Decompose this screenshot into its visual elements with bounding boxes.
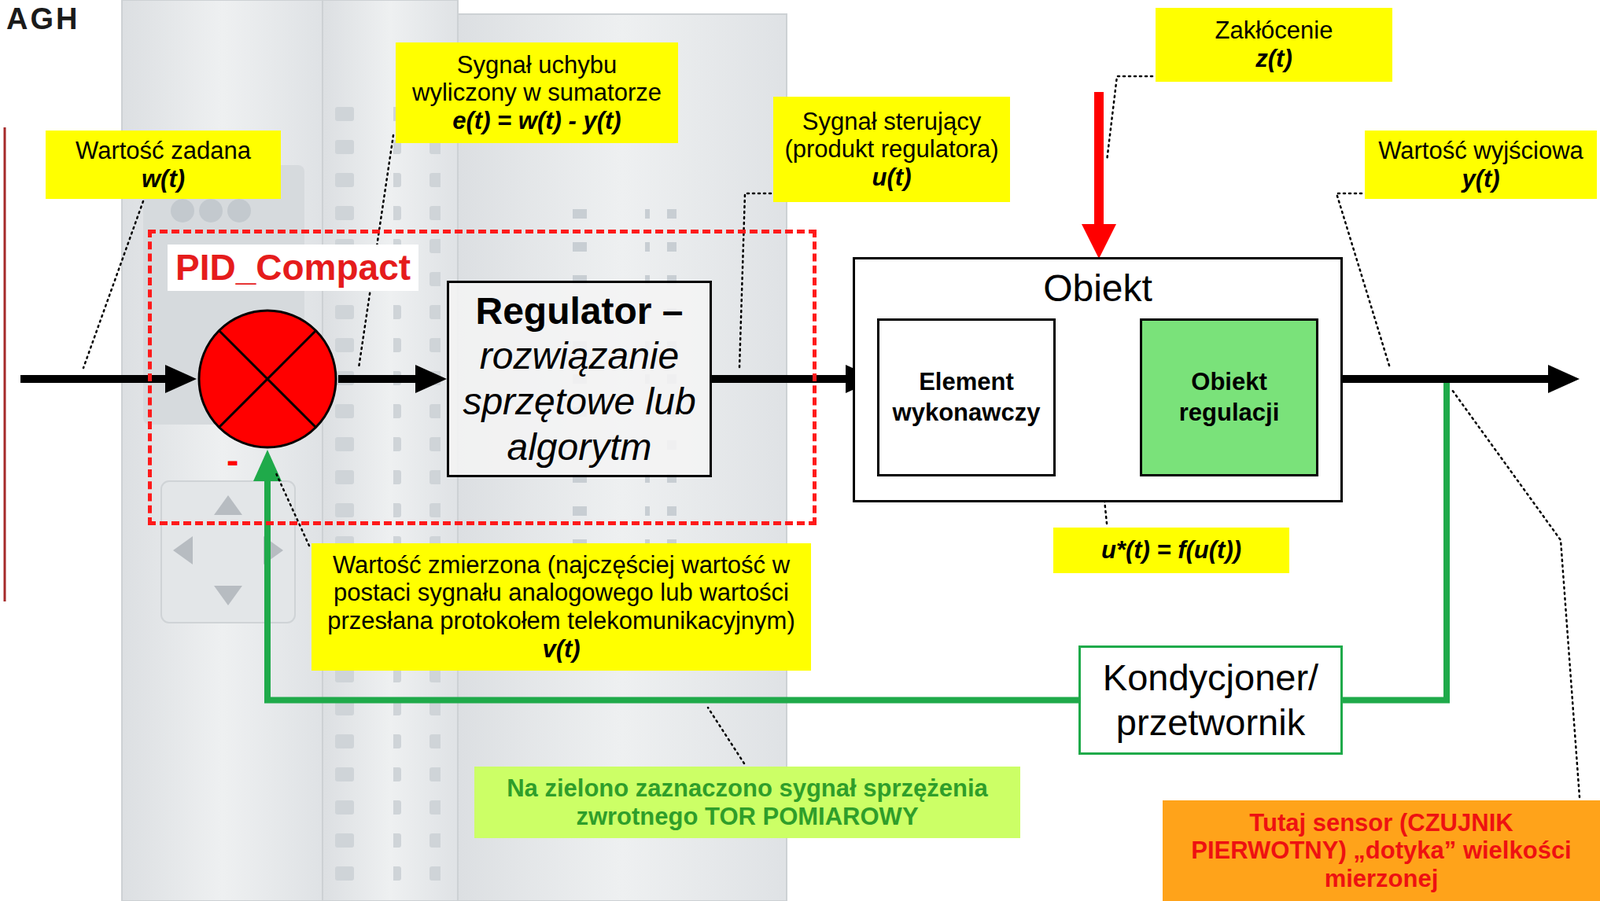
plc-button: [227, 199, 251, 223]
node-text: -: [226, 442, 239, 479]
callout-box: Wartość wyjścioway(t): [1364, 130, 1597, 200]
leader-line: [1336, 193, 1390, 369]
node-text: Wartość zadana: [75, 136, 251, 166]
signal-connector: [338, 375, 424, 384]
node-text: Zakłócenie: [1215, 16, 1334, 45]
callout-box: Sygnał uchybu wyliczony w sumatorzee(t) …: [395, 42, 679, 144]
plc-terminals: [334, 94, 382, 882]
note-box: Tutaj sensor (CZUJNIK PIERWOTNY) „dotyka…: [1162, 800, 1600, 901]
logo-text: AGH: [6, 3, 80, 37]
node-text: Element wykonawczy: [884, 367, 1049, 429]
junction-cross: [218, 330, 316, 428]
callout-box: u*(t) = f(u(t)): [1053, 527, 1290, 574]
node-subtext: u(t): [872, 163, 912, 192]
node-subtext: rozwiązanie sprzętowe lub algorytm: [457, 333, 702, 470]
node-text: Obiekt: [1043, 265, 1153, 312]
node-text: u*(t) = f(u(t)): [1101, 536, 1242, 565]
node-text: Wartość zmierzona (najczęściej wartość w…: [319, 551, 804, 636]
key-up: [213, 495, 243, 516]
controller-box: Regulator –rozwiązanie sprzętowe lub alg…: [446, 280, 712, 478]
key-left: [173, 536, 193, 565]
node-text: Wartość wyjściowa: [1378, 136, 1584, 166]
node-text: Na zielono zaznaczono sygnał sprzężenia …: [482, 774, 1013, 831]
leader-line: [707, 707, 745, 764]
node-subtext: e(t) = w(t) - y(t): [452, 106, 621, 136]
transducer-box: Kondycjoner/ przetwornik: [1078, 645, 1343, 756]
node-subtext: w(t): [141, 165, 185, 194]
signal-connector: [711, 375, 854, 384]
node-subtext: y(t): [1461, 165, 1500, 194]
callout-box: Zakłóceniez(t): [1155, 7, 1393, 82]
node-text: Sygnał sterujący (produkt regulatora): [781, 107, 1003, 164]
node-text: Tutaj sensor (CZUJNIK PIERWOTNY) „dotyka…: [1172, 809, 1591, 894]
plc-button: [199, 199, 223, 223]
label-holder: AGH: [6, 3, 80, 37]
junction-circle: [199, 310, 336, 448]
leader-line: [1106, 76, 1153, 162]
node-text: Sygnał uchybu wyliczony w sumatorze: [403, 51, 671, 107]
margin-rule: [3, 127, 7, 602]
node-subtext: z(t): [1255, 44, 1292, 74]
signal-connector: [267, 473, 1079, 701]
disturbance-arrow: [1094, 92, 1104, 234]
callout-box: Wartość zmierzona (najczęściej wartość w…: [311, 543, 812, 671]
node-text: Kondycjoner/ przetwornik: [1085, 656, 1336, 745]
callout-box: Wartość zadanaw(t): [45, 130, 281, 200]
plc-button: [170, 199, 195, 223]
key-down: [213, 586, 243, 606]
plant-box: Obiekt regulacji: [1139, 318, 1319, 477]
controller-frame: PID_Compact-Regulator –rozwiązanie sprzę…: [147, 229, 817, 526]
leader-line: [83, 201, 144, 369]
leader-line: [739, 193, 771, 369]
node-text: Obiekt regulacji: [1146, 367, 1312, 429]
callout-box: Sygnał sterujący (produkt regulatora)u(t…: [773, 96, 1011, 203]
output-wire: [1318, 375, 1556, 384]
actuator-box: Element wykonawczy: [877, 318, 1056, 477]
node-subtext: v(t): [541, 635, 580, 664]
node-text: Regulator –: [475, 288, 683, 335]
plant-frame: ObiektElement wykonawczy Obiekt regulacji: [852, 257, 1343, 503]
summing-junction: -: [196, 308, 339, 450]
plc-keypad: [161, 481, 295, 624]
plc-terminals: [393, 94, 441, 882]
node-text: PID_Compact: [167, 244, 419, 292]
leader-line: [1452, 390, 1580, 798]
leader-line: [275, 471, 310, 546]
summing-symbol: [196, 308, 339, 450]
junction-cross: [218, 330, 316, 428]
note-box: Na zielono zaznaczono sygnał sprzężenia …: [474, 766, 1021, 839]
